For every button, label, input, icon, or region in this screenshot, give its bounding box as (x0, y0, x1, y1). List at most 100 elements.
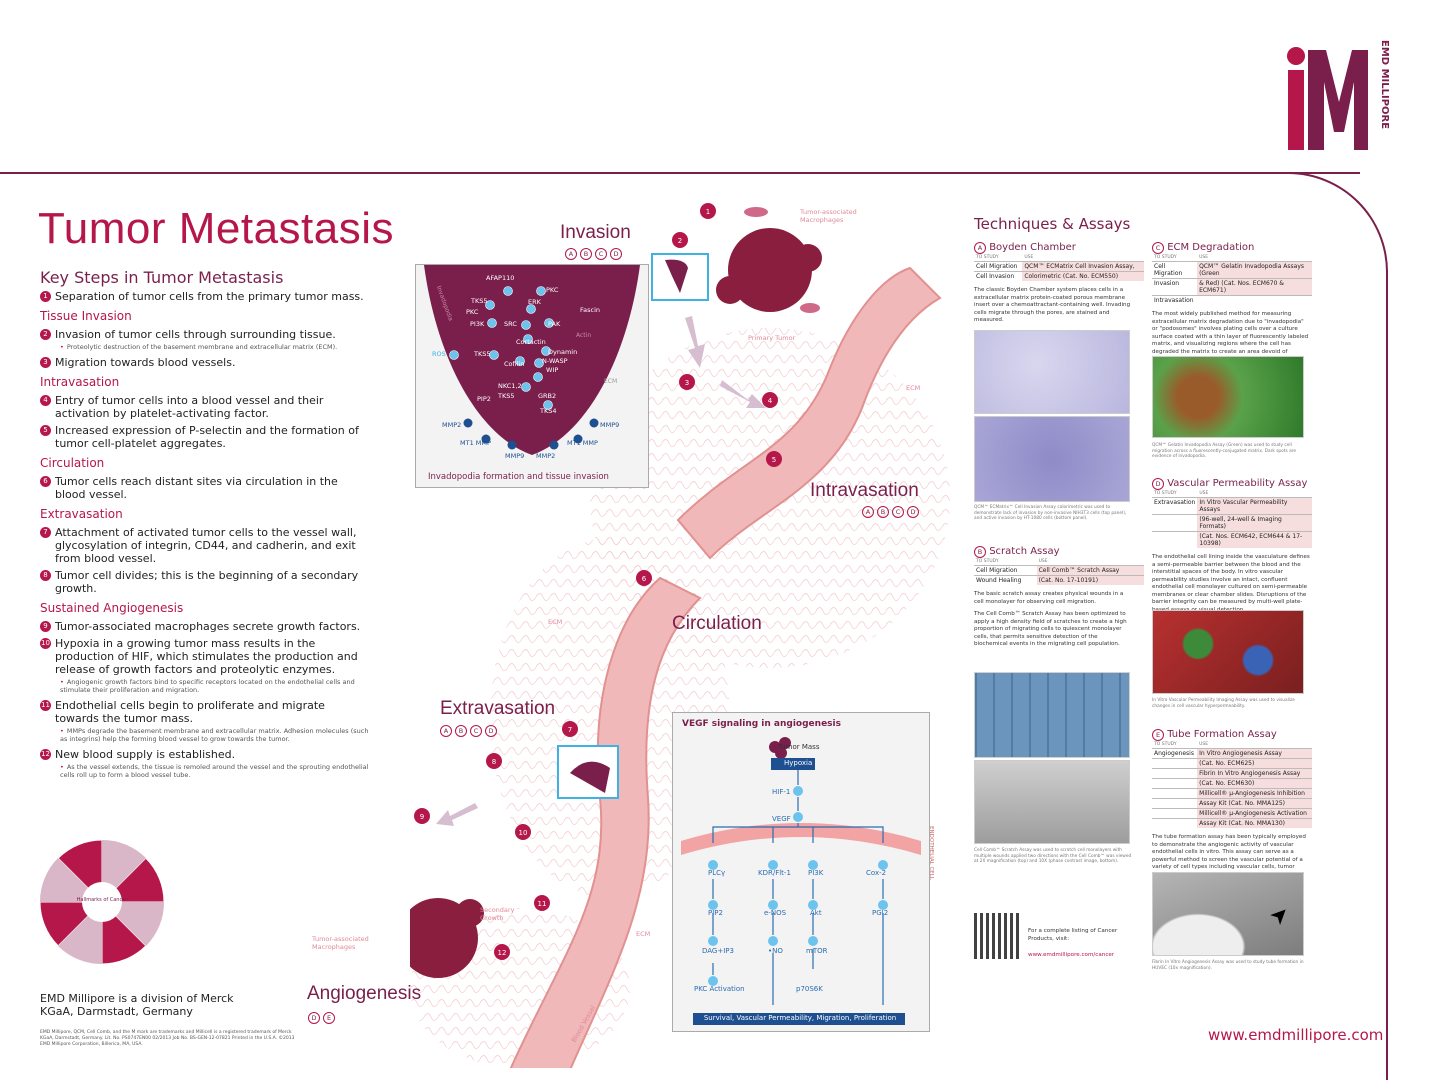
svg-text:5: 5 (772, 456, 776, 464)
wheel-center-label: Hallmarks of Cancer (77, 897, 129, 903)
label-primary-tumor: Primary Tumor (748, 334, 796, 342)
technique-b-text1: The basic scratch assay creates physical… (974, 591, 1124, 605)
vegf-pip2: PIP2 (708, 909, 723, 917)
permeability-image (1152, 610, 1304, 694)
qr-code[interactable] (974, 913, 1020, 959)
technique-a-text: The classic Boyden Chamber system places… (974, 287, 1131, 323)
vegf-cox2: Cox-2 (866, 869, 887, 877)
svg-text:6: 6 (642, 575, 647, 583)
node-pkc-1: PKC (546, 286, 559, 294)
tube-formation-image: ➤ (1152, 872, 1304, 956)
techniques-title: Techniques & Assays (974, 215, 1131, 233)
node-cortactin: Cortactin (516, 338, 546, 346)
page-title: Tumor Metastasis (38, 204, 395, 253)
invadopodia-inset (415, 264, 649, 488)
technique-b-heading: B Scratch Assay (974, 546, 1144, 558)
vegf-inset-title: VEGF signaling in angiogenesis (682, 719, 841, 729)
svg-text:7: 7 (568, 726, 572, 734)
vegf-p70s6k: p70S6K (796, 985, 823, 993)
emd-millipore-logo (1287, 47, 1368, 150)
vegf-vegf: VEGF (772, 815, 791, 823)
stage-circulation-label: Circulation (672, 613, 762, 634)
svg-text:4: 4 (768, 397, 773, 405)
node-pkc-2: PKC (466, 308, 479, 316)
node-pip2: PIP2 (477, 395, 491, 403)
node-n-wasp: N-WASP (542, 357, 568, 365)
step-10-note: Angiogenic growth factors bind to specif… (60, 678, 370, 694)
scratch-image-top (974, 672, 1130, 758)
svg-text:11: 11 (538, 900, 547, 908)
node-mt1mmp-right: MT1 MMP (567, 439, 598, 447)
section-extravasation: Extravasation (40, 507, 123, 521)
label-tam-top: Tumor-associated Macrophages (800, 208, 857, 224)
vegf-enos: e-NOS (764, 909, 787, 917)
node-grb2: GRB2 (538, 392, 557, 400)
arrowhead-icon: ➤ (1264, 900, 1296, 931)
right-rule (1386, 270, 1388, 1080)
step-12-note: As the vessel extends, the tissue is rem… (60, 763, 370, 779)
node-tks5-2: TKS5 (474, 350, 491, 358)
vegf-endothelial-cell: ENDOTHELIAL CELL (927, 826, 934, 880)
technique-c-heading: C ECM Degradation (1152, 242, 1312, 254)
boyden-image-bottom (974, 416, 1130, 502)
vegf-tumor-mass: Tumor Mass (778, 743, 820, 751)
svg-text:9: 9 (420, 813, 424, 821)
boyden-image-top (974, 330, 1130, 414)
vegf-no: •NO (768, 947, 783, 955)
invadopodia-diagram (424, 265, 640, 455)
stage-angiogenesis-label: Angiogenesis (307, 983, 422, 1004)
node-pi3k: PI3K (470, 320, 485, 328)
qr-text: For a complete listing of Cancer Product… (1028, 928, 1118, 942)
vegf-pgi2: PGI2 (872, 909, 889, 917)
key-steps-heading: Key Steps in Tumor Metastasis (40, 268, 284, 287)
label-actin: Actin (576, 332, 592, 339)
node-wip: WIP (546, 366, 559, 374)
cancer-products-link[interactable]: www.emdmillipore.com/cancer (1028, 952, 1115, 958)
section-circulation: Circulation (40, 456, 105, 470)
technique-b-text2: The Cell Comb™ Scratch Assay has been op… (974, 611, 1127, 647)
invadopodia-caption: Invadopodia formation and tissue invasio… (428, 472, 609, 482)
label-tam-bottom: Tumor-associated Macrophages (312, 935, 369, 951)
brand-name: EMD MILLIPORE (1379, 40, 1390, 130)
header-rule (0, 172, 1360, 174)
stage-invasion-label: Invasion (560, 222, 631, 243)
scratch-image-bottom (974, 760, 1130, 844)
svg-text:12: 12 (498, 949, 507, 957)
vegf-plc: PLCγ (708, 869, 726, 877)
label-ecm-lower: ECM (636, 930, 651, 938)
technique-a-caption: QCM™ ECMatrix™ Cell Invasion Assay color… (974, 505, 1127, 521)
svg-text:1: 1 (706, 208, 710, 216)
node-nkc: NKC1,2 (498, 382, 522, 390)
vegf-pathway-diagram (681, 737, 921, 1025)
technique-a-heading: A Boyden Chamber (974, 242, 1144, 254)
node-tks5-1: TKS5 (471, 297, 488, 305)
section-sustained-angiogenesis: Sustained Angiogenesis (40, 601, 184, 615)
website-link[interactable]: www.emdmillipore.com (1208, 1026, 1384, 1044)
technique-d-caption: In Vitro Vascular Permeability Imaging A… (1152, 698, 1295, 709)
section-tissue-invasion: Tissue Invasion (40, 309, 132, 323)
vegf-hypoxia: Hypoxia (784, 759, 813, 767)
vegf-akt: Akt (810, 909, 822, 917)
ecm-degradation-image (1152, 356, 1304, 438)
label-ecm-mid: ECM (548, 618, 563, 626)
